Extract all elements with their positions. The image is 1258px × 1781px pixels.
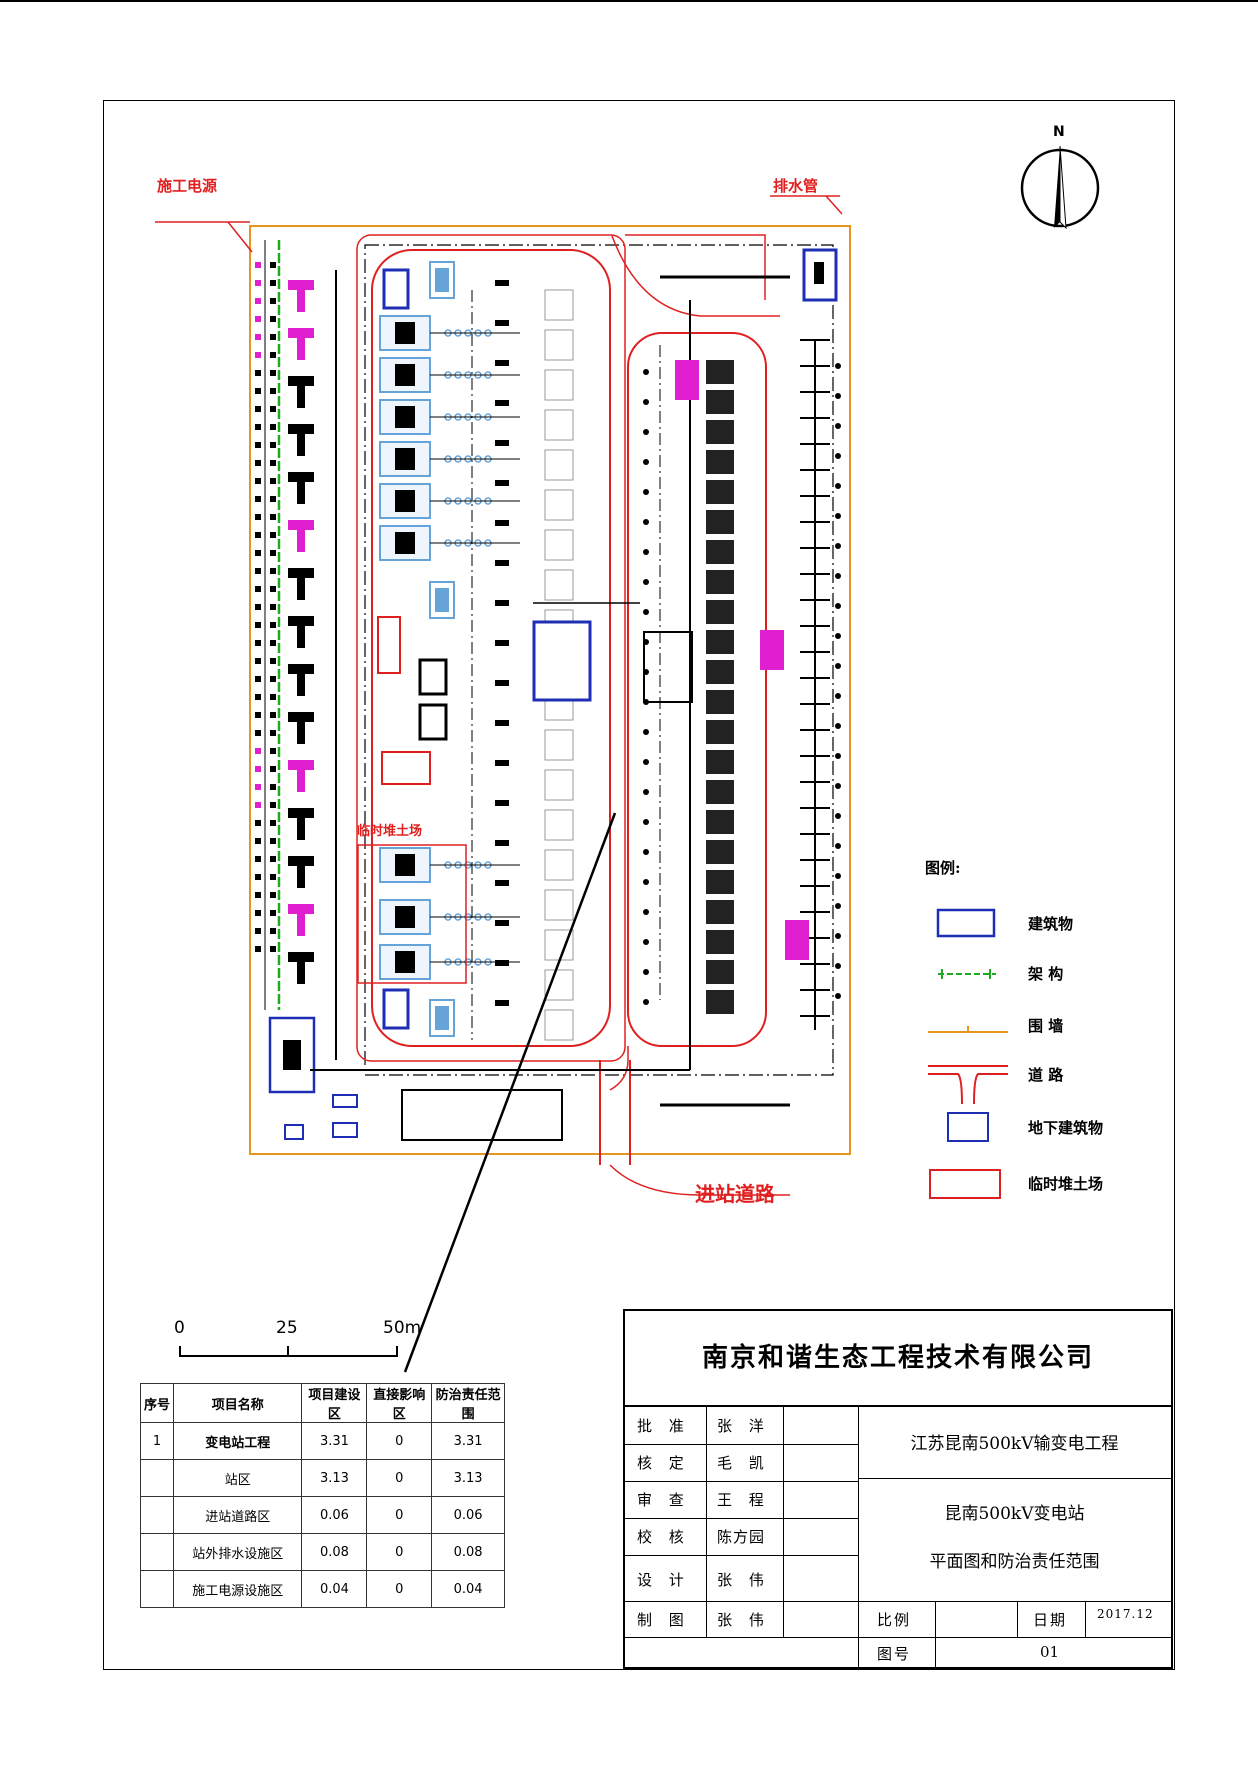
role-review: 审 查 xyxy=(637,1491,690,1509)
th-impact-area: 直接影响区 xyxy=(366,1383,433,1423)
label-access-road: 进站道路 xyxy=(695,1182,775,1206)
road-loop-right xyxy=(627,332,767,1047)
role-verify: 核 定 xyxy=(637,1454,690,1472)
building-se-small xyxy=(382,988,410,1030)
company-name: 南京和谐生态工程技术有限公司 xyxy=(625,1311,1171,1407)
cell xyxy=(140,1533,174,1571)
label-construction-power: 施工电源 xyxy=(157,177,218,195)
cell: 0.04 xyxy=(431,1570,505,1608)
cell: 进站道路区 xyxy=(172,1496,303,1534)
cell: 1 xyxy=(140,1422,174,1460)
th-index: 序号 xyxy=(140,1383,174,1423)
scale-tick-50: 50m xyxy=(383,1318,422,1338)
name-check: 陈方园 xyxy=(717,1528,766,1546)
legend-label-wall: 围 墙 xyxy=(1028,1017,1064,1035)
th-name: 项目名称 xyxy=(172,1383,303,1423)
drawing-no-label: 图号 xyxy=(877,1645,912,1663)
legend-label-frame: 架 构 xyxy=(1028,965,1064,983)
cell xyxy=(140,1459,174,1497)
drawing-no-value: 01 xyxy=(1040,1643,1060,1661)
cell: 变电站工程 xyxy=(172,1422,303,1460)
perimeter-wall xyxy=(249,225,851,1155)
cell: 0 xyxy=(366,1496,433,1534)
role-check: 校 核 xyxy=(637,1528,690,1546)
table-header-row: 序号 项目名称 项目建设区 直接影响区 防治责任范围 xyxy=(140,1383,505,1423)
cell: 0 xyxy=(366,1570,433,1608)
cell xyxy=(140,1570,174,1608)
role-design: 设 计 xyxy=(637,1571,690,1589)
top-border-line xyxy=(0,0,1258,2)
cell: 0.04 xyxy=(301,1570,368,1608)
legend-label-building: 建筑物 xyxy=(1028,915,1074,933)
label-temp-soil-yard: 临时堆土场 xyxy=(357,824,423,839)
name-design: 张 伟 xyxy=(717,1571,770,1589)
scale-tick-25: 25 xyxy=(276,1318,298,1338)
legend-title: 图例: xyxy=(925,859,961,877)
cell xyxy=(140,1496,174,1534)
scale-label: 比例 xyxy=(877,1611,912,1629)
cell: 站外排水设施区 xyxy=(172,1533,303,1571)
legend-label-temp: 临时堆土场 xyxy=(1028,1175,1104,1193)
cell: 0.08 xyxy=(431,1533,505,1571)
leader-line xyxy=(403,812,617,1373)
drawing-frame xyxy=(103,100,1175,1670)
project-name: 江苏昆南500kV输变电工程 xyxy=(910,1434,1119,1454)
building-main-control xyxy=(401,1089,563,1141)
cell: 3.13 xyxy=(301,1459,368,1497)
legend-label-underground: 地下建筑物 xyxy=(1028,1119,1104,1137)
date-value: 2017.12 xyxy=(1097,1607,1154,1621)
building-relay xyxy=(643,631,693,703)
cell: 0 xyxy=(366,1459,433,1497)
cell: 3.31 xyxy=(301,1422,368,1460)
name-review: 王 程 xyxy=(717,1491,770,1509)
role-draw: 制 图 xyxy=(637,1611,690,1629)
cell: 0.06 xyxy=(431,1496,505,1534)
title-block: 南京和谐生态工程技术有限公司 批 准 张 洋 核 定 毛 凯 审 查 王 程 校… xyxy=(623,1309,1173,1669)
temp-soil-yard xyxy=(357,844,467,984)
label-drainage-pipe: 排水管 xyxy=(773,177,819,195)
cell: 站区 xyxy=(172,1459,303,1497)
cell: 3.13 xyxy=(431,1459,505,1497)
cell: 0 xyxy=(366,1533,433,1571)
scale-tick-0: 0 xyxy=(174,1318,185,1338)
drawing-title-1: 昆南500kV变电站 xyxy=(944,1504,1085,1524)
date-label: 日期 xyxy=(1033,1611,1068,1629)
legend-label-road: 道 路 xyxy=(1028,1066,1064,1084)
role-approve: 批 准 xyxy=(637,1417,690,1435)
cell: 0.08 xyxy=(301,1533,368,1571)
cell: 0.06 xyxy=(301,1496,368,1534)
th-resp-area: 防治责任范围 xyxy=(431,1383,505,1423)
drawing-title-2: 平面图和防治责任范围 xyxy=(929,1552,1100,1572)
cell: 3.31 xyxy=(431,1422,505,1460)
name-draw: 张 伟 xyxy=(717,1611,770,1629)
building-center xyxy=(532,620,592,702)
th-build-area: 项目建设区 xyxy=(301,1383,368,1423)
road-loop-left xyxy=(371,249,611,1047)
building-ne-small xyxy=(382,268,410,310)
cell: 0 xyxy=(366,1422,433,1460)
north-label: N xyxy=(1053,124,1065,140)
cell: 施工电源设施区 xyxy=(172,1570,303,1608)
name-approve: 张 洋 xyxy=(717,1417,770,1435)
name-verify: 毛 凯 xyxy=(717,1454,770,1472)
north-arrow xyxy=(1020,145,1100,230)
